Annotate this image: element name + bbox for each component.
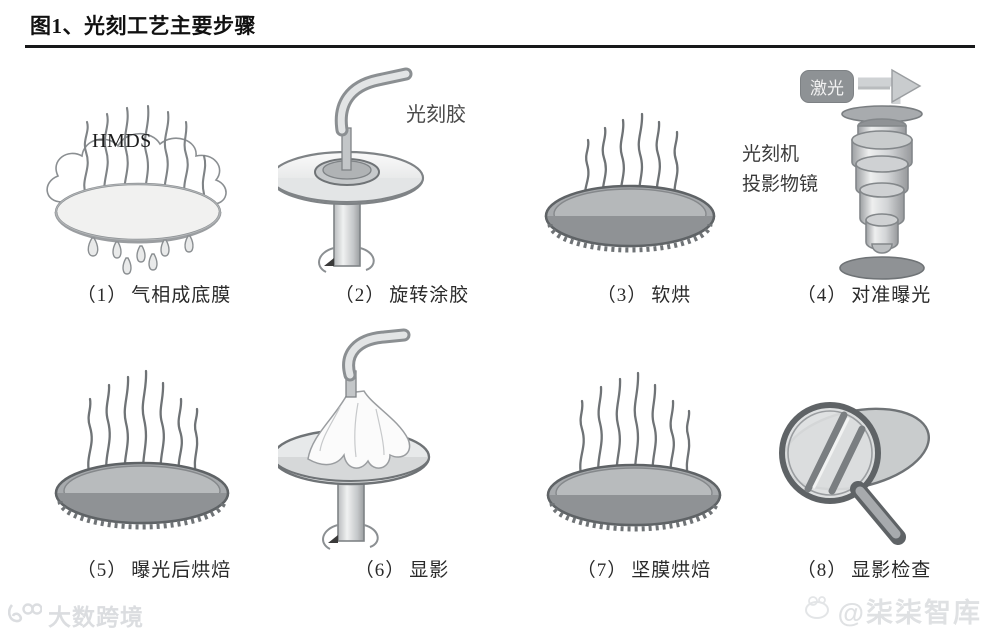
figure-title: 图1、光刻工艺主要步骤: [30, 14, 256, 38]
photoresist-label: 光刻胶: [406, 104, 466, 126]
panel-6-number: （6）: [354, 560, 406, 581]
dashu-logo-icon: [7, 601, 43, 629]
panel-5-caption: （5）曝光后烘焙: [30, 555, 278, 582]
panel-1-label: 气相成底膜: [131, 285, 232, 306]
projection-lens-label-line1: 光刻机: [742, 144, 800, 165]
panel-6-caption: （6）显影: [278, 555, 526, 582]
spin-developer-illustration: [278, 327, 526, 567]
watermark-bottom-left: 大数跨境: [7, 598, 144, 632]
panel-6-label: 显影: [409, 560, 450, 581]
panel-2-label: 旋转涂胶: [389, 285, 470, 306]
panel-4-caption: （4）对准曝光: [740, 280, 988, 307]
panel-2-caption: （2）旋转涂胶: [278, 280, 526, 307]
panel-7-label: 坚膜烘焙: [631, 560, 712, 581]
panel-3-number: （3）: [596, 285, 648, 306]
process-step-panel-5: （5）曝光后烘焙: [30, 327, 278, 612]
panel-5-number: （5）: [76, 560, 128, 581]
panel-8-label: 显影检查: [851, 560, 932, 581]
weibo-logo-icon: [804, 594, 834, 627]
panel-1-caption: （1）气相成底膜: [30, 280, 278, 307]
laser-label: 激光: [800, 70, 854, 103]
projection-lens-label-line2: 投影物镜: [742, 174, 819, 195]
watermark-bottom-right: @柒柒智库: [804, 591, 982, 630]
panel-7-number: （7）: [576, 560, 628, 581]
process-step-panel-4: 激光 光刻机 投影物镜 （4）对准曝光: [740, 52, 988, 337]
process-step-panel-8: （8）显影检查: [740, 327, 988, 612]
panel-3-label: 软烘: [651, 285, 692, 306]
hotplate-soft-bake-illustration: [520, 52, 768, 292]
spin-coater-illustration: 光刻胶: [278, 52, 526, 292]
magnifier-inspection-illustration: [740, 327, 988, 567]
panel-8-caption: （8）显影检查: [740, 555, 988, 582]
panel-8-number: （8）: [796, 560, 848, 581]
process-step-panel-6: （6）显影: [278, 327, 526, 612]
title-divider-rule: [25, 45, 975, 48]
process-step-panel-3: （3）软烘: [520, 52, 768, 337]
watermark-bottom-left-text: 大数跨境: [48, 604, 144, 630]
process-step-panel-1: HMDS （1）气相成底膜: [30, 52, 278, 337]
hotplate-post-exposure-bake-illustration: [30, 327, 278, 567]
panel-7-caption: （7）坚膜烘焙: [520, 555, 768, 582]
projection-lens-label: 光刻机 投影物镜: [742, 140, 818, 200]
hotplate-hard-bake-illustration: [520, 327, 768, 567]
panel-5-label: 曝光后烘焙: [131, 560, 232, 581]
process-step-panel-7: （7）坚膜烘焙: [520, 327, 768, 612]
hmds-vapor-prime-illustration: HMDS: [30, 52, 278, 292]
panel-2-number: （2）: [334, 285, 386, 306]
panel-4-label: 对准曝光: [851, 285, 932, 306]
watermark-bottom-right-text: @柒柒智库: [837, 598, 982, 628]
panel-4-number: （4）: [796, 285, 848, 306]
panel-3-caption: （3）软烘: [520, 280, 768, 307]
process-step-grid: HMDS （1）气相成底膜: [0, 52, 992, 638]
stepper-projection-lens-illustration: 激光 光刻机 投影物镜: [740, 52, 988, 292]
hmds-label: HMDS: [92, 130, 152, 152]
panel-1-number: （1）: [76, 285, 128, 306]
process-step-panel-2: 光刻胶 （2）旋转涂胶: [278, 52, 526, 337]
figure-header: 图1、光刻工艺主要步骤: [0, 0, 992, 52]
